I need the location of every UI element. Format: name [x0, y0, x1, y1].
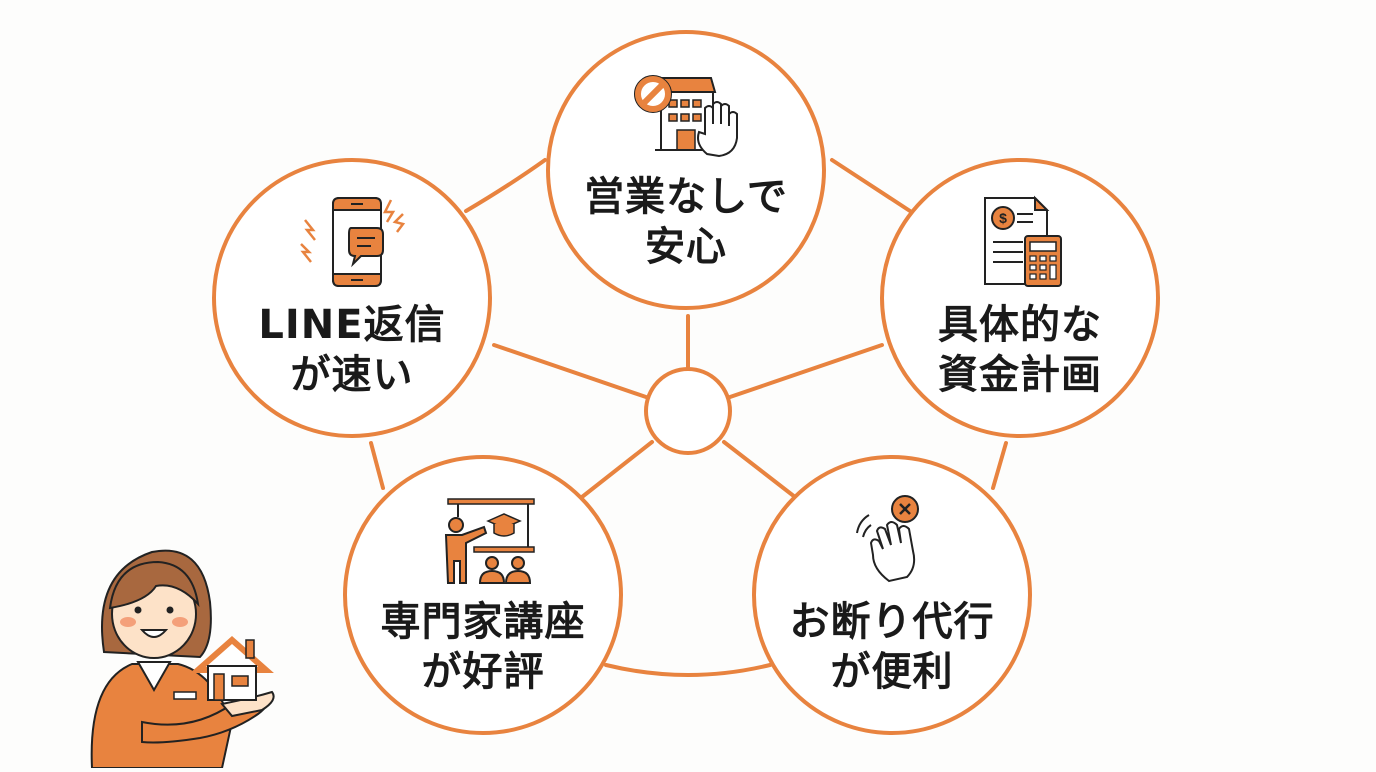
label-line-1: 具体的な	[938, 302, 1102, 348]
label-line-2: 資金計画	[938, 352, 1102, 398]
label-line-2: が速い	[290, 352, 414, 398]
center-hub	[644, 367, 732, 455]
label-line-1: お断り代行	[789, 599, 995, 645]
node-funding-plan: $ 具体的な 資金計画	[880, 158, 1160, 438]
label-line-2: が好評	[421, 649, 545, 695]
node-decline-service: お断り代行 が便利	[752, 455, 1032, 735]
label-line-1: 営業なしで	[584, 174, 788, 220]
node-label: 具体的な 資金計画	[938, 300, 1102, 400]
node-label: お断り代行 が便利	[790, 597, 995, 697]
node-expert-seminar: 専門家講座 が好評	[343, 455, 623, 735]
node-label: LINE返信 が速い	[258, 300, 445, 400]
agent-holding-house-illustration	[82, 532, 292, 769]
document-calculator-icon: $	[955, 192, 1085, 292]
label-line-2: 安心	[645, 224, 727, 270]
label-line-2: が便利	[830, 649, 954, 695]
label-line-1: 専門家講座	[380, 599, 586, 645]
node-line-reply: LINE返信 が速い	[212, 158, 492, 438]
waving-hand-decline-icon	[827, 489, 957, 589]
node-label: 専門家講座 が好評	[381, 597, 586, 697]
lecturer-audience-icon	[418, 489, 548, 589]
label-line-1: LINE返信	[258, 302, 446, 348]
no-sales-building-icon	[621, 64, 751, 164]
svg-text:$: $	[999, 210, 1007, 226]
node-label: 営業なしで 安心	[584, 172, 788, 272]
node-no-sales: 営業なしで 安心	[546, 30, 826, 310]
smartphone-chat-icon	[287, 192, 417, 292]
